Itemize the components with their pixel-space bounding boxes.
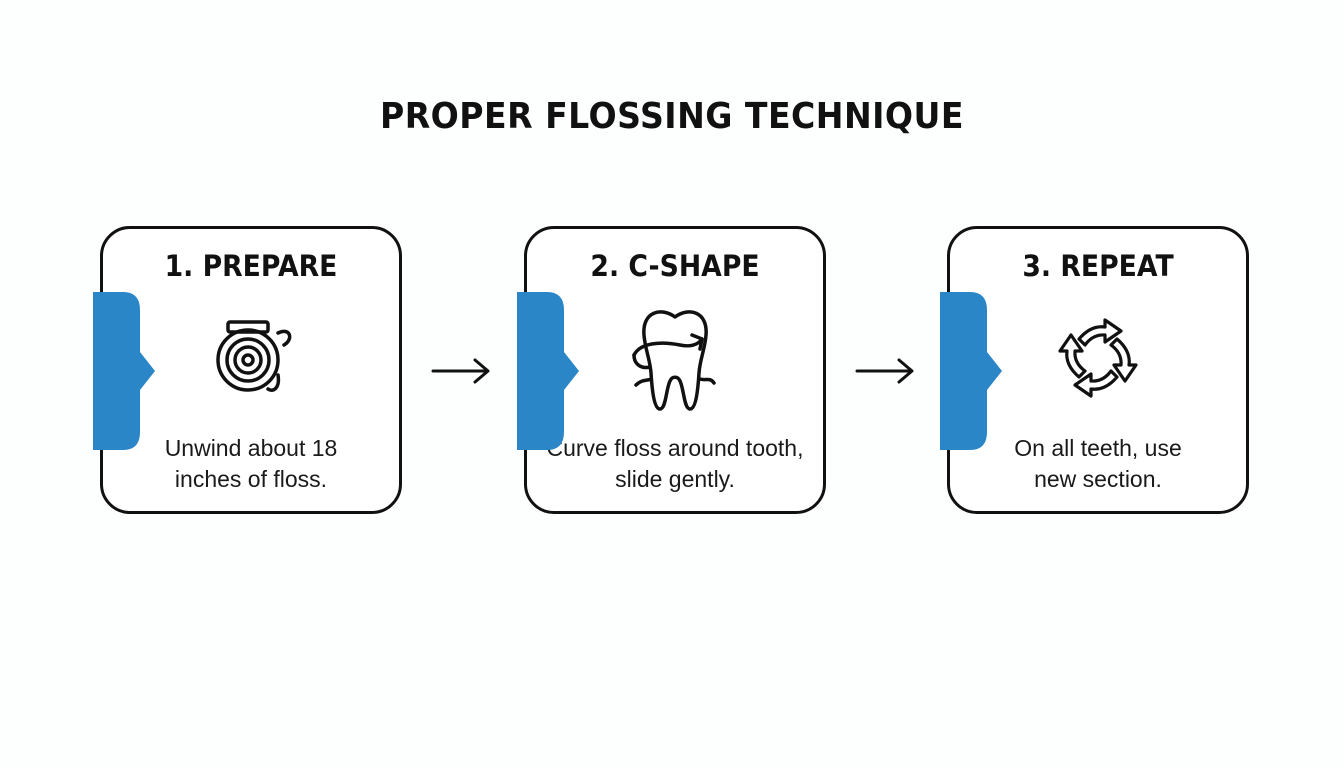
- tab-shape: [93, 292, 155, 450]
- cycle-arrows-icon: [1058, 318, 1138, 398]
- step-heading: 2. C-SHAPE: [590, 249, 760, 283]
- step-description-line: inches of floss.: [174, 466, 328, 492]
- step-description-line: Curve floss around tooth,: [546, 435, 804, 461]
- step-description-line: Unwind about 18: [164, 435, 338, 461]
- floss-spool-icon: [216, 320, 292, 392]
- step-description: Unwind about 18 inches of floss.: [103, 433, 399, 495]
- tab-shape: [940, 292, 1002, 450]
- step-heading: 1. PREPARE: [164, 249, 338, 283]
- step-description-line: On all teeth, use: [1014, 435, 1182, 461]
- step-tab-marker: [940, 292, 1002, 450]
- step-description: On all teeth, use new section.: [950, 433, 1246, 495]
- step-tab-marker: [517, 292, 579, 450]
- step-description-line: slide gently.: [615, 466, 735, 492]
- step-description: Curve floss around tooth, slide gently.: [527, 433, 823, 495]
- diagram-title: PROPER FLOSSING TECHNIQUE: [379, 96, 964, 137]
- tooth-floss-icon: [632, 310, 716, 411]
- right-arrow-icon: [431, 358, 490, 384]
- right-arrow-icon: [855, 358, 914, 384]
- step-description-line: new section.: [1034, 466, 1162, 492]
- step-card-repeat: 3. REPEAT On all teeth, use new section.: [947, 226, 1249, 514]
- step-heading: 3. REPEAT: [1022, 249, 1174, 283]
- tab-shape: [517, 292, 579, 450]
- step-tab-marker: [93, 292, 155, 450]
